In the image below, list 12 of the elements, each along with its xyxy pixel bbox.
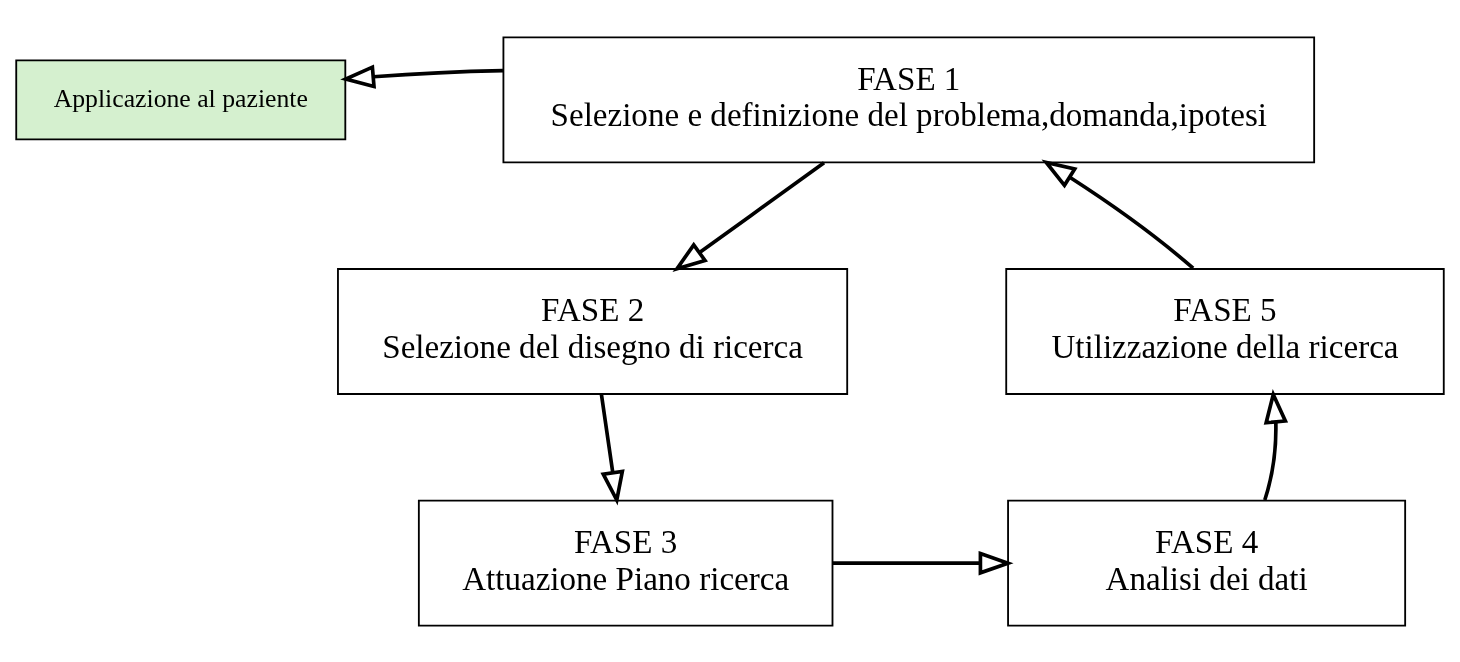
arrow bbox=[832, 550, 1014, 575]
node-box: Applicazione al paziente bbox=[15, 58, 347, 140]
arrow bbox=[340, 63, 503, 89]
arrow bbox=[1041, 159, 1195, 270]
arrow bbox=[1263, 388, 1289, 501]
node-box: FASE 4 Analisi dei dati bbox=[1007, 499, 1407, 627]
node-box: FASE 3 Attuazione Piano ricerca bbox=[417, 499, 834, 627]
arrow bbox=[672, 160, 826, 272]
node-box: FASE 2 Selezione del disegno di ricerca bbox=[337, 267, 849, 395]
arrow bbox=[599, 393, 625, 506]
node-box: FASE 5 Utilizzazione della ricerca bbox=[1005, 267, 1445, 395]
node-box: FASE 1 Selezione e definizione del problema,domanda,ipotesi bbox=[502, 35, 1316, 163]
